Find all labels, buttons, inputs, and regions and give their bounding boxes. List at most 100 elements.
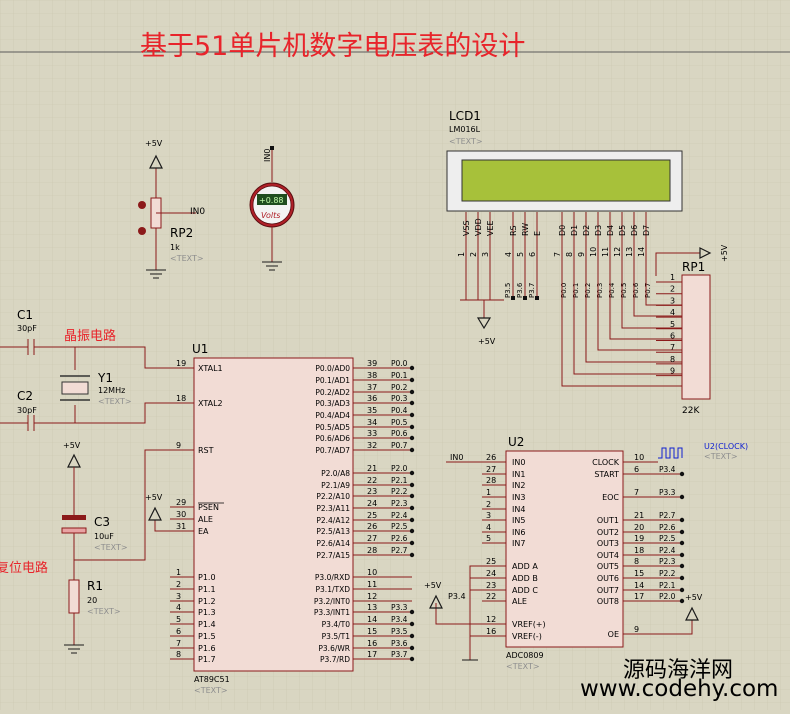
u1-net-junction bbox=[409, 435, 415, 441]
u2-left-pin-label: IN7 bbox=[512, 539, 525, 548]
u1-net-label: P2.1 bbox=[391, 476, 408, 485]
u2-left-pin-number: 3 bbox=[486, 511, 491, 520]
lcd-pin-number: 4 bbox=[504, 252, 513, 257]
u1-net-junction bbox=[409, 365, 415, 371]
reset-label: 复位电路 bbox=[0, 560, 48, 576]
u2-right-pin-number: 18 bbox=[634, 546, 644, 555]
lcd-pin-name: D2 bbox=[582, 225, 591, 236]
u1-left-pin-label: P1.6 bbox=[198, 644, 216, 653]
u1-left-pin-label: PSEN bbox=[198, 503, 219, 512]
u1-left-pin-number: 3 bbox=[176, 592, 181, 601]
rp1-vcc-arrow bbox=[699, 247, 712, 259]
rp2-potentiometer[interactable]: +5V IN0 RP2 1k <TEXT> bbox=[138, 139, 205, 279]
u1-left-pin-label: RST bbox=[198, 446, 214, 455]
u1-right-pin-number: 14 bbox=[367, 615, 377, 624]
u1-right-pin-label: P2.4/A12 bbox=[316, 516, 350, 525]
u2-net-junction bbox=[679, 598, 685, 604]
lcd-ctrl-junction bbox=[535, 296, 539, 300]
lcd-ctrl-junction bbox=[511, 296, 515, 300]
u1-right-pin-label: P3.1/TXD bbox=[316, 585, 351, 594]
lcd-pin-number: 8 bbox=[565, 252, 574, 257]
u1-right-pin-number: 24 bbox=[367, 499, 377, 508]
u1-right-pin-number: 27 bbox=[367, 534, 377, 543]
u1-right-pin-label: P3.3/INT1 bbox=[314, 608, 350, 617]
reset-circuit: +5V C3 10uF <TEXT> 复位电路 R1 20 <TEXT> +5V bbox=[0, 441, 194, 654]
u2-adc[interactable]: U2 ADC0809 <TEXT> 26IN027IN128IN21IN32IN… bbox=[424, 435, 748, 671]
lcd-pin-name: D3 bbox=[594, 225, 603, 236]
u2-right-pin-number: 17 bbox=[634, 592, 644, 601]
lcd-pin-number: 1 bbox=[457, 252, 466, 257]
c1-wire bbox=[0, 339, 194, 370]
u1-left-pin-label: EA bbox=[198, 527, 209, 536]
u1-left-pin-label: P1.7 bbox=[198, 655, 216, 664]
lcd-data-wire bbox=[561, 260, 682, 387]
u2-net-label: P2.0 bbox=[659, 592, 676, 601]
lcd-pins: VSS1VDD2VEE3RS4RW5E6D07D18D29D310D411D51… bbox=[457, 212, 682, 387]
u1-left-pin-number: 19 bbox=[176, 359, 186, 368]
u2-left-pin-label: VREF(-) bbox=[512, 632, 542, 641]
u2-right-pin-label: START bbox=[594, 470, 619, 479]
u1-left-pin-label: P1.1 bbox=[198, 585, 216, 594]
u2-net-junction bbox=[679, 563, 685, 569]
lcd-pin-name: VEE bbox=[486, 220, 495, 236]
u1-net-label: P2.3 bbox=[391, 499, 408, 508]
u1-net-label: P0.7 bbox=[391, 441, 408, 450]
u1-left-pin-label: P1.5 bbox=[198, 632, 216, 641]
u1-right-pin-number: 34 bbox=[367, 418, 377, 427]
u2-ref: U2 bbox=[508, 435, 524, 449]
u1-right-pin-number: 22 bbox=[367, 476, 377, 485]
lcd-vcc-arrow bbox=[476, 317, 492, 330]
lcd-pin-name: D5 bbox=[618, 225, 627, 236]
u2-text-tag: <TEXT> bbox=[506, 662, 540, 671]
lcd-pin-number: 14 bbox=[637, 247, 646, 257]
u1-net-label: P2.5 bbox=[391, 522, 408, 531]
u2-left-pin-label: IN5 bbox=[512, 516, 525, 525]
u1-right-pin-number: 38 bbox=[367, 371, 377, 380]
lcd-component[interactable]: LCD1 LM016L <TEXT> VSS1VDD2VEE3RS4RW5E6D… bbox=[446, 109, 683, 387]
rp2-knob-bottom bbox=[138, 227, 146, 235]
y1-text-tag: <TEXT> bbox=[98, 397, 132, 406]
u2-net-label: P2.6 bbox=[659, 523, 676, 532]
u1-left-pin-number: 30 bbox=[176, 510, 186, 519]
u2-right-pins: 10CLOCK6STARTP3.47EOCP3.321OUT1P2.720OUT… bbox=[592, 453, 685, 639]
lcd-pin-number: 2 bbox=[469, 252, 478, 257]
u2-oe-arrow bbox=[685, 606, 699, 621]
u1-net-junction bbox=[409, 540, 415, 546]
lcd-pin-name: D1 bbox=[570, 225, 579, 236]
lcd-net-label: P0.1 bbox=[572, 283, 580, 298]
u1-net-label: P0.3 bbox=[391, 394, 408, 403]
u1-right-pin-number: 33 bbox=[367, 429, 377, 438]
lcd-vcc-label: +5V bbox=[478, 337, 496, 346]
u2-net-label: P2.3 bbox=[659, 557, 676, 566]
u2-model: ADC0809 bbox=[506, 651, 544, 660]
u1-right-pin-number: 36 bbox=[367, 394, 377, 403]
reset-wire bbox=[73, 449, 194, 645]
lcd-net-label: P0.6 bbox=[632, 282, 640, 298]
u1-net-junction bbox=[409, 424, 415, 430]
rp1-pin-number: 5 bbox=[670, 320, 675, 329]
clock-text-tag: <TEXT> bbox=[704, 452, 738, 461]
u1-right-pin-number: 23 bbox=[367, 487, 377, 496]
u2-net-label: P2.5 bbox=[659, 534, 676, 543]
u1-right-pin-label: P2.5/A13 bbox=[316, 527, 350, 536]
u2-net-junction bbox=[679, 540, 685, 546]
rp1-ref: RP1 bbox=[682, 260, 705, 274]
u1-left-pin-number: 5 bbox=[176, 615, 181, 624]
rp1-body bbox=[681, 274, 711, 400]
c2-wire bbox=[0, 402, 194, 431]
lcd-pin-number: 10 bbox=[589, 247, 598, 257]
u1-net-label: P2.2 bbox=[391, 487, 408, 496]
u2-net-label: P2.4 bbox=[659, 546, 676, 555]
lcd-pin-name: D6 bbox=[630, 225, 639, 236]
u2-ale-net: P3.4 bbox=[448, 592, 466, 601]
rp1-vcc-label: +5V bbox=[720, 244, 729, 262]
u1-net-junction bbox=[409, 412, 415, 418]
u2-net-label: P2.1 bbox=[659, 581, 676, 590]
u2-right-pin-number: 15 bbox=[634, 569, 644, 578]
voltmeter[interactable]: IN0 +0.88 Volts bbox=[249, 146, 295, 271]
u1-microcontroller[interactable]: U1 AT89C51 <TEXT> 19XTAL118XTAL29RST29PS… bbox=[170, 342, 415, 695]
u1-right-pin-label: P0.4/AD4 bbox=[315, 411, 350, 420]
